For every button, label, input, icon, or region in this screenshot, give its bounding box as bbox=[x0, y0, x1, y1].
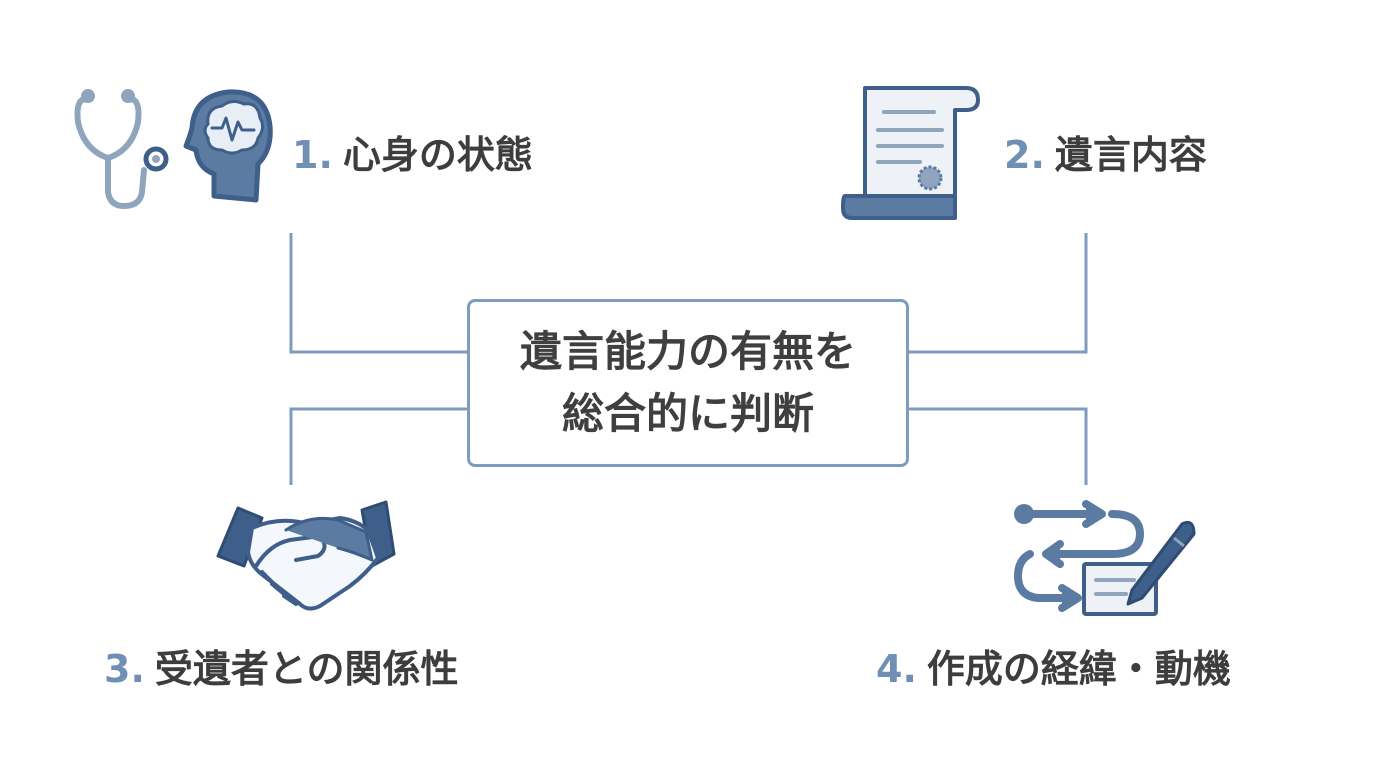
factor-3-label: 3.受遺者との関係性 bbox=[104, 650, 459, 688]
connector-lines bbox=[289, 233, 1088, 485]
connector-factor-3 bbox=[289, 407, 467, 485]
factor-4-text: 作成の経緯・動機 bbox=[926, 647, 1231, 691]
will-scroll-icon bbox=[841, 86, 980, 220]
factor-2-label: 2.遺言内容 bbox=[1004, 136, 1207, 174]
factor-1-number: 1. bbox=[292, 133, 333, 177]
factor-4-label: 4.作成の経緯・動機 bbox=[876, 650, 1231, 688]
brain-head-icon bbox=[183, 89, 273, 203]
handshake-icon bbox=[216, 500, 396, 611]
center-text-line-1: 遺言能力の有無を bbox=[519, 327, 856, 376]
stethoscope-icon bbox=[74, 89, 169, 210]
factor-3-number: 3. bbox=[104, 647, 145, 691]
factor-1-label: 1.心身の状態 bbox=[292, 136, 533, 174]
connector-factor-1 bbox=[289, 233, 467, 354]
factor-1-text: 心身の状態 bbox=[342, 133, 533, 177]
connector-factor-4 bbox=[909, 407, 1088, 485]
center-conclusion-box: 遺言能力の有無を 総合的に判断 bbox=[467, 299, 909, 467]
connector-factor-2 bbox=[909, 233, 1088, 354]
factor-2-text: 遺言内容 bbox=[1054, 133, 1207, 177]
factor-3-text: 受遺者との関係性 bbox=[154, 647, 459, 691]
process-arrows-icon bbox=[1014, 500, 1144, 612]
center-text-line-2: 総合的に判断 bbox=[561, 389, 814, 438]
pen-document-icon bbox=[1082, 520, 1196, 616]
factor-4-number: 4. bbox=[876, 647, 917, 691]
factor-2-number: 2. bbox=[1004, 133, 1045, 177]
